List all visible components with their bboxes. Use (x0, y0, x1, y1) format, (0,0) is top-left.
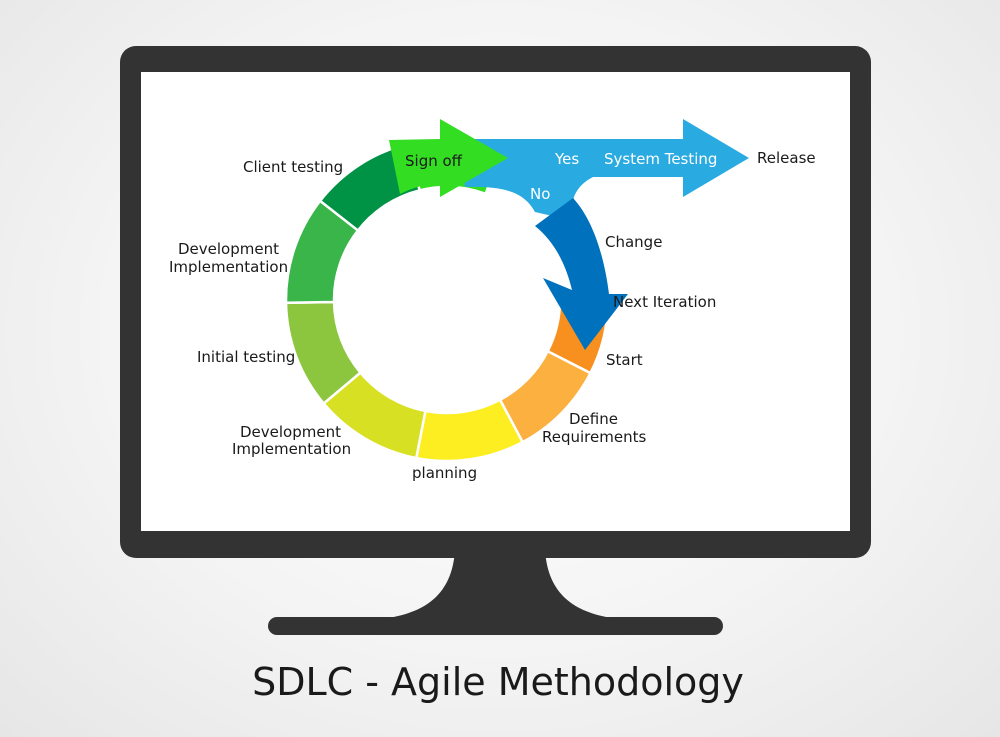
label-next-iteration: Next Iteration (613, 293, 716, 311)
label-system-testing: System Testing (604, 150, 717, 168)
label-dev-upper-line2: Implementation (169, 258, 288, 276)
label-client-testing: Client testing (243, 158, 343, 176)
sign-off-arrow (389, 119, 508, 197)
label-start: Start (606, 351, 643, 369)
label-no: No (530, 185, 550, 203)
label-dev-upper-line1: Development (178, 240, 279, 258)
label-initial-testing: Initial testing (197, 348, 295, 366)
label-release: Release (757, 149, 816, 167)
label-planning: planning (412, 464, 477, 482)
change-arrow (535, 198, 628, 350)
caption: SDLC - Agile Methodology (252, 660, 744, 704)
label-sign-off: Sign off (405, 152, 463, 170)
label-yes: Yes (554, 150, 579, 168)
label-define-line2: Requirements (542, 428, 646, 446)
label-change: Change (605, 233, 662, 251)
release-arrow (460, 119, 749, 221)
monitor-neck (388, 550, 612, 618)
label-dev-lower-line1: Development (240, 423, 341, 441)
label-dev-lower-line2: Implementation (232, 440, 351, 458)
monitor-base (268, 617, 723, 635)
monitor (120, 46, 871, 635)
label-define-line1: Define (569, 410, 618, 428)
